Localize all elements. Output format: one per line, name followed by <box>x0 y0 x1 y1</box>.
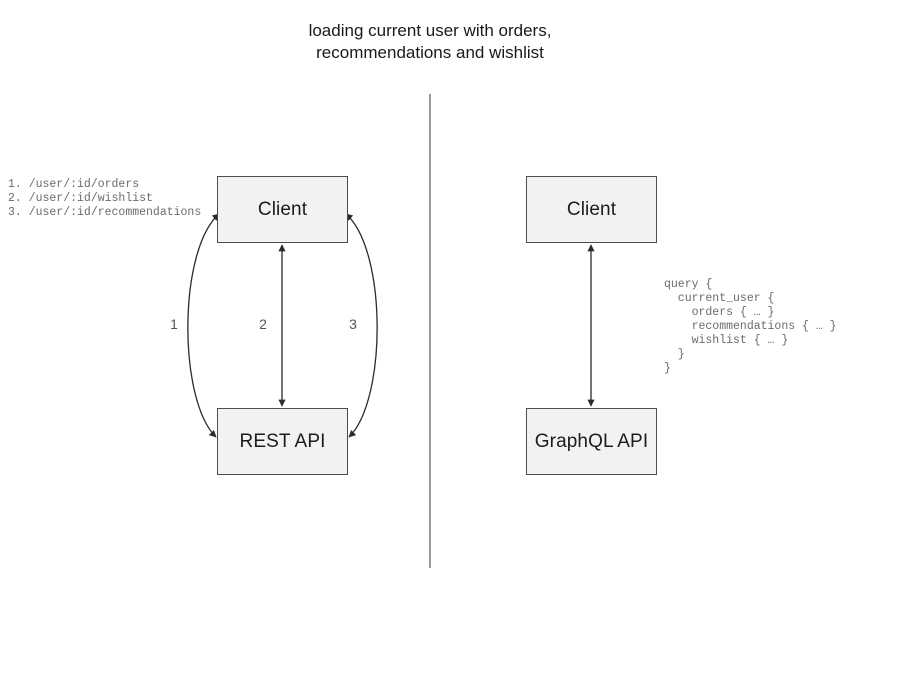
connector-rest-1 <box>187 213 220 438</box>
node-graphql-api[interactable]: GraphQL API <box>526 408 657 475</box>
edge-label-1: 1 <box>170 316 178 332</box>
rest-endpoints-list: 1. /user/:id/orders 2. /user/:id/wishlis… <box>8 178 202 219</box>
graphql-query-block: query { current_user { orders { … } reco… <box>664 278 837 375</box>
edge-label-3: 3 <box>349 316 357 332</box>
edge-label-2: 2 <box>259 316 267 332</box>
diagram-title: loading current user with orders, recomm… <box>308 21 552 62</box>
node-client-rest[interactable]: Client <box>217 176 348 243</box>
node-rest-api[interactable]: REST API <box>217 408 348 475</box>
node-client-graphql[interactable]: Client <box>526 176 657 243</box>
